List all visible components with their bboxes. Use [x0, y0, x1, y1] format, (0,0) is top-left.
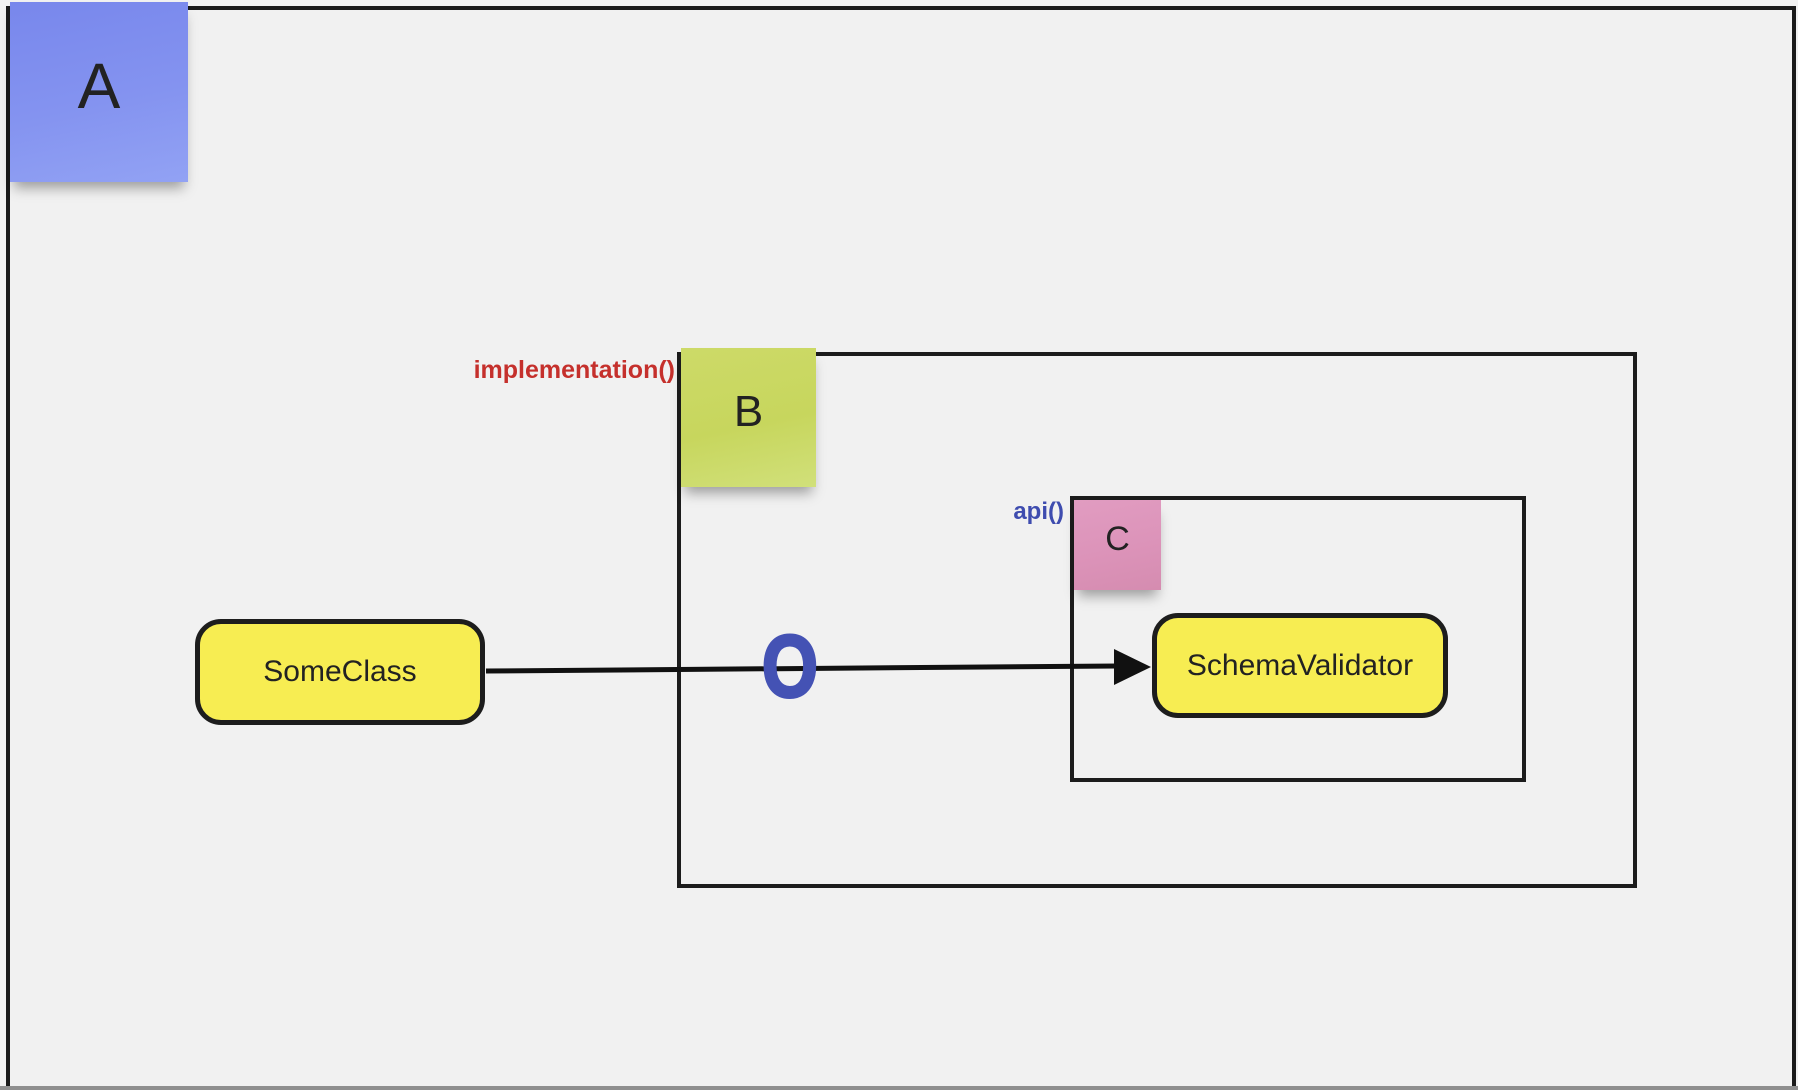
node-some-class-label: SomeClass: [263, 655, 417, 688]
node-some-class[interactable]: SomeClass: [195, 619, 485, 725]
annotation-implementation[interactable]: implementation(): [473, 356, 675, 384]
frame-a-rectangle[interactable]: [6, 6, 1796, 1090]
container-c-rectangle[interactable]: [1070, 496, 1526, 782]
sticky-note-b[interactable]: B: [681, 348, 816, 487]
sticky-note-b-label: B: [733, 386, 764, 436]
window-bottom-edge: [0, 1086, 1798, 1090]
sticky-note-a-label: A: [77, 50, 121, 122]
sticky-note-a[interactable]: A: [10, 2, 188, 182]
sticky-note-c-label: C: [1105, 519, 1130, 558]
container-b-rectangle[interactable]: [677, 352, 1637, 888]
sticky-note-c[interactable]: C: [1074, 500, 1161, 590]
node-schema-validator-label: SchemaValidator: [1186, 648, 1414, 682]
interface-marker-o[interactable]: O: [761, 616, 820, 716]
node-schema-validator[interactable]: SchemaValidator: [1152, 613, 1448, 718]
annotation-api[interactable]: api(): [1013, 498, 1064, 525]
